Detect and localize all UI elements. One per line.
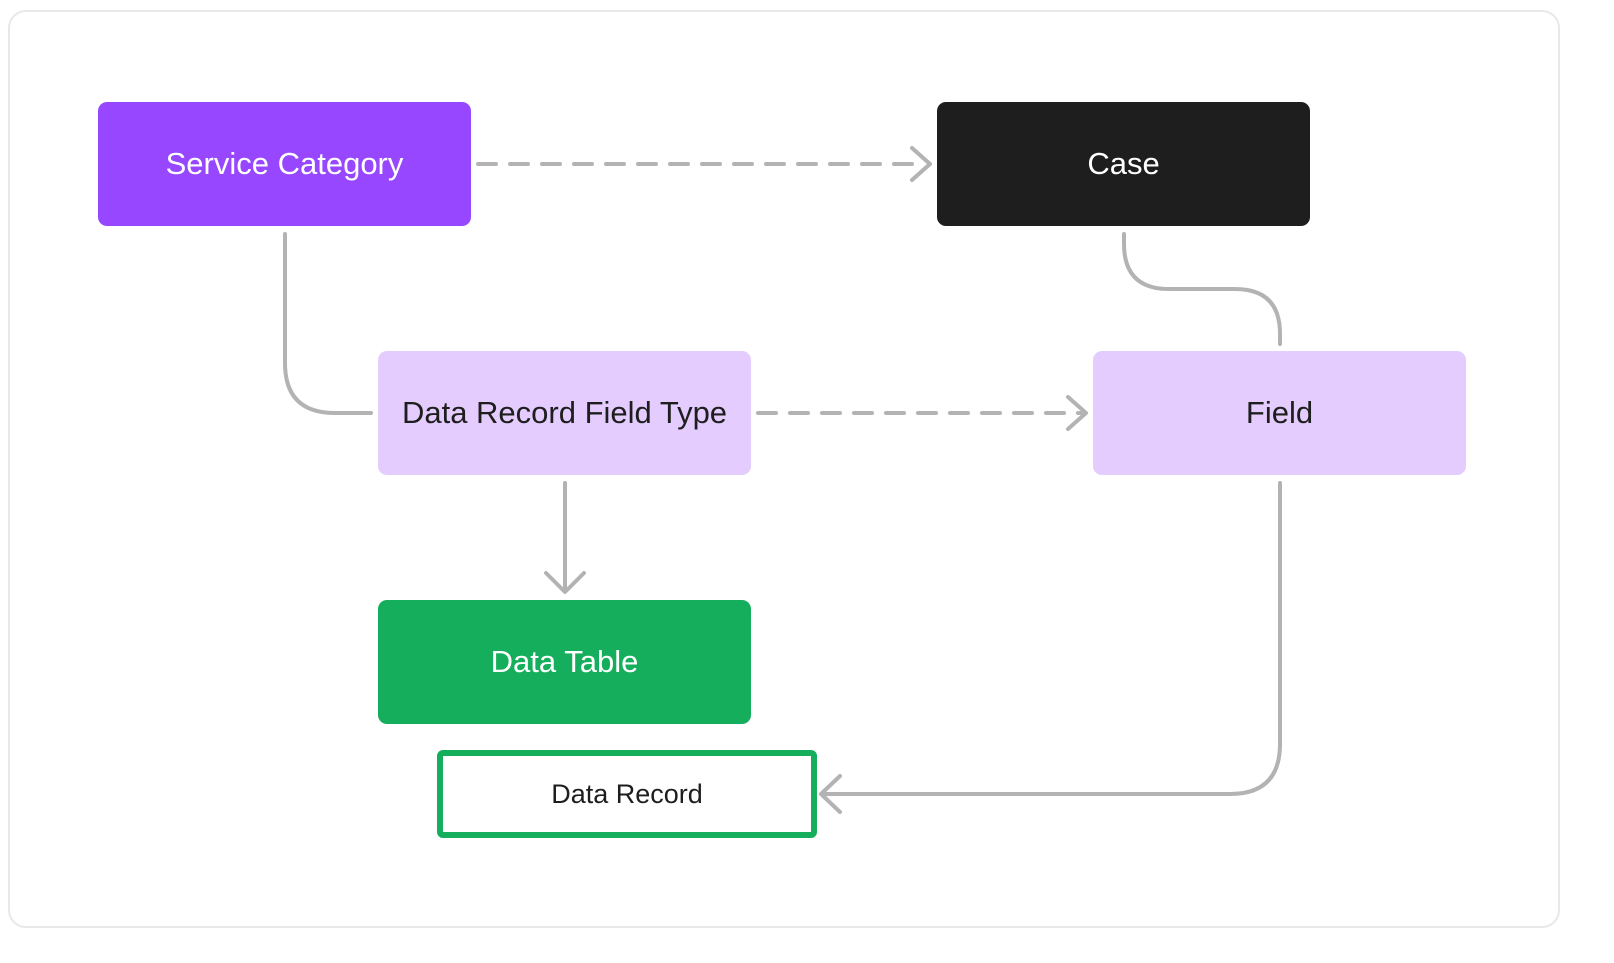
- node-service-category[interactable]: Service Category: [98, 102, 471, 226]
- node-label: Service Category: [165, 146, 404, 181]
- arrowhead-case: [910, 146, 932, 182]
- node-label: Field: [1245, 395, 1314, 430]
- node-field[interactable]: Field: [1093, 351, 1466, 475]
- node-label: Data Record: [551, 778, 703, 809]
- edge-service-category-to-drft: [283, 232, 373, 415]
- node-label: Data Table: [490, 644, 639, 679]
- arrowhead-data-table: [544, 571, 586, 594]
- node-label: Data Record Field Type: [401, 395, 728, 430]
- node-data-record[interactable]: Data Record: [437, 750, 817, 838]
- arrowhead-data-record: [819, 774, 842, 814]
- node-label: Case: [1087, 146, 1160, 181]
- edge-field-to-data-record: [820, 481, 1282, 796]
- node-data-record-field-type[interactable]: Data Record Field Type: [378, 351, 751, 475]
- node-data-table[interactable]: Data Table: [378, 600, 751, 724]
- edge-case-to-field: [1122, 232, 1282, 346]
- arrowhead-field: [1066, 395, 1088, 431]
- node-case[interactable]: Case: [937, 102, 1310, 226]
